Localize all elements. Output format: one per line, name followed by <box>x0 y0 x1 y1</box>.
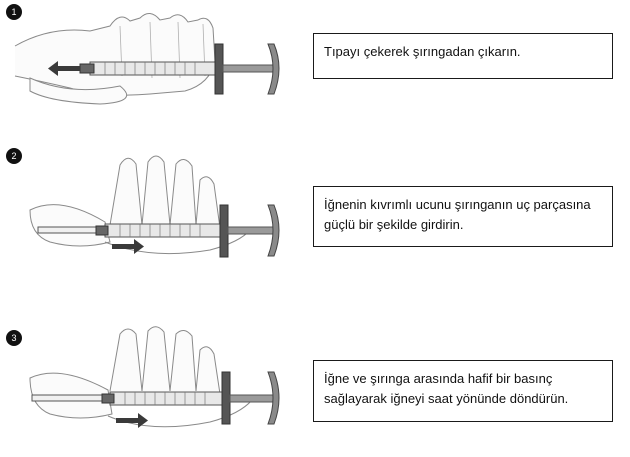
plunger-rod <box>228 227 273 234</box>
hand-outline <box>110 156 220 228</box>
syringe-barrel <box>105 224 220 237</box>
plunger-rod <box>223 65 273 72</box>
thumb-outline <box>30 205 110 246</box>
step-3: 3 İğne ve şırınga arasında hafif bir bas… <box>0 326 630 456</box>
syringe-tip <box>96 226 108 235</box>
step-3-illustration <box>10 326 300 451</box>
step-3-instruction: İğne ve şırınga arasında hafif bir basın… <box>313 360 613 422</box>
hand-outline <box>110 327 220 394</box>
step-1-instruction: Tıpayı çekerek şırıngadan çıkarın. <box>313 33 613 79</box>
syringe-barrel <box>90 62 215 75</box>
step-1: 1 Tıpayı çekerek şırıngadan çıkarın. <box>0 0 630 110</box>
syringe-flange <box>222 372 230 424</box>
syringe-flange <box>215 44 223 94</box>
syringe-flange <box>220 205 228 257</box>
needle-cap <box>32 395 104 401</box>
syringe-tip <box>80 64 94 73</box>
syringe-tip <box>102 394 114 403</box>
hand-outline <box>15 13 215 95</box>
step-2-illustration <box>10 150 300 275</box>
needle-cap <box>38 227 98 233</box>
plunger-rod <box>230 395 273 402</box>
step-1-illustration <box>10 6 300 106</box>
step-2-instruction: İğnenin kıvrımlı ucunu şırınganın uç par… <box>313 186 613 247</box>
step-2: 2 İğnenin kıvrımlı ucunu şırınganın uç p… <box>0 148 630 278</box>
